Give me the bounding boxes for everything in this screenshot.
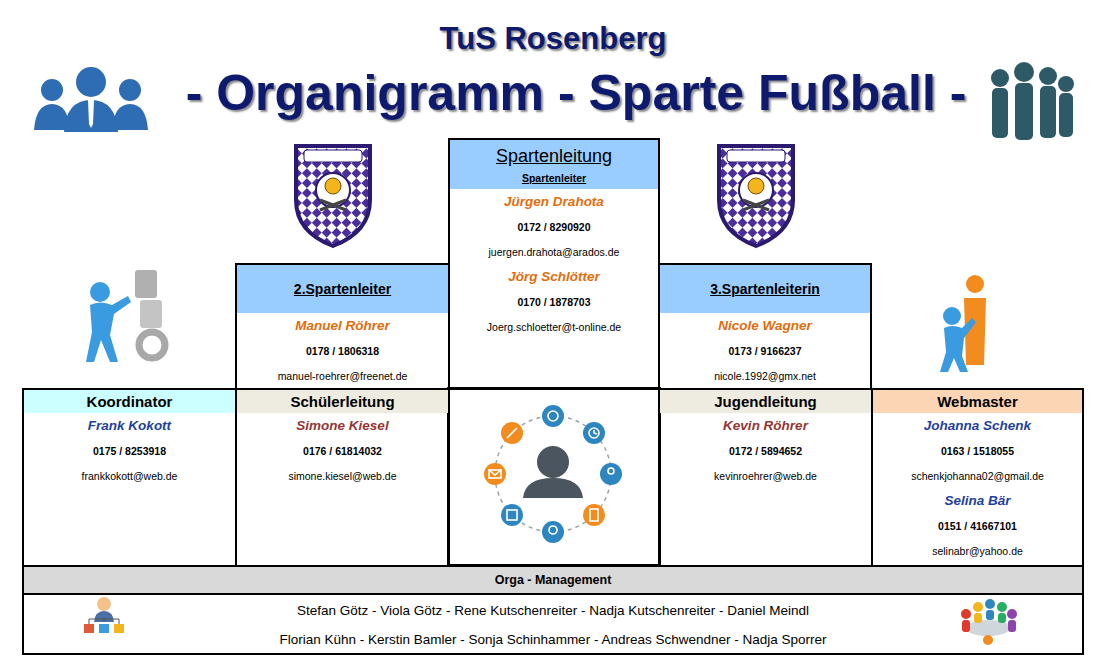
people-silhouettes — [991, 62, 1074, 140]
email-address: nicole.1992@gmx.net — [660, 363, 870, 388]
phone-number: 0170 / 1878703 — [450, 289, 658, 314]
person-name: Johanna Schenk — [873, 413, 1082, 438]
contact-icon — [484, 405, 622, 543]
phone-number: 0178 / 1806318 — [237, 338, 448, 363]
team-icon — [961, 599, 1017, 645]
role-box: WebmasterJohanna Schenk0163 / 1518055sch… — [871, 388, 1084, 567]
box-heading: Jugendleitung — [660, 390, 871, 413]
role-box: JugendleitungKevin Röhrer0172 / 5894652k… — [658, 388, 873, 567]
role-box: KoordinatorFrank Kokott0175 / 8253918fra… — [22, 388, 237, 567]
info-figure — [940, 275, 986, 372]
info-figure — [86, 270, 165, 362]
phone-number: 0172 / 5894652 — [660, 438, 871, 463]
person-name: Simone Kiesel — [237, 413, 448, 438]
box-heading: Spartenleitung — [450, 140, 658, 167]
phone-number: 0176 / 61814032 — [237, 438, 448, 463]
page-subtitle: - Organigramm - Sparte Fußball - — [158, 62, 994, 124]
person-name: Jürgen Drahota — [450, 189, 658, 214]
person-name: Nicole Wagner — [660, 313, 870, 338]
role-title: Spartenleiter — [450, 167, 658, 189]
phone-number: 0163 / 1518055 — [873, 438, 1082, 463]
role-box: SchülerleitungSimone Kiesel0176 / 618140… — [235, 388, 450, 567]
phone-number: 0175 / 8253918 — [24, 438, 235, 463]
email-address: selinabr@yahoo.de — [873, 538, 1082, 563]
phone-number: 0172 / 8290920 — [450, 214, 658, 239]
person-name: Kevin Röhrer — [660, 413, 871, 438]
person-name: Manuel Röhrer — [237, 313, 448, 338]
email-address: juergen.drahota@arados.de — [450, 239, 658, 264]
phone-number: 0173 / 9166237 — [660, 338, 870, 363]
email-address: schenkjohanna02@gmail.de — [873, 463, 1082, 488]
people-icon — [34, 67, 148, 132]
box-heading: 3.Spartenleiterin — [660, 265, 870, 313]
box-heading: Koordinator — [24, 390, 235, 413]
member-list: Stefan Götz - Viola Götz - Rene Kutschen… — [24, 595, 1082, 624]
club-crest — [719, 146, 793, 246]
role-box: 2.SpartenleiterManuel Röhrer0178 / 18063… — [235, 263, 450, 390]
band-heading: Orga - Management — [24, 567, 1082, 595]
email-address: frankkokott@web.de — [24, 463, 235, 488]
team-band: Orga - ManagementStefan Götz - Viola Göt… — [22, 565, 1084, 655]
empty-cell — [448, 388, 660, 565]
email-address: kevinroehrer@web.de — [660, 463, 871, 488]
member-list: Florian Kühn - Kerstin Bamler - Sonja Sc… — [24, 624, 1082, 653]
management-icon — [84, 597, 124, 633]
box-heading: Webmaster — [873, 390, 1082, 413]
club-crest — [296, 146, 370, 246]
box-heading: Schülerleitung — [237, 390, 448, 413]
role-box: 3.SpartenleiterinNicole Wagner0173 / 916… — [658, 263, 872, 390]
phone-number: 0151 / 41667101 — [873, 513, 1082, 538]
person-name: Selina Bär — [873, 488, 1082, 513]
person-name: Jörg Schlötter — [450, 264, 658, 289]
email-address: Joerg.schloetter@t-online.de — [450, 314, 658, 339]
email-address: manuel-roehrer@freenet.de — [237, 363, 448, 388]
role-box: SpartenleitungSpartenleiterJürgen Drahot… — [448, 138, 660, 390]
email-address: simone.kiesel@web.de — [237, 463, 448, 488]
box-heading: 2.Spartenleiter — [237, 265, 448, 313]
page-title: TuS Rosenberg — [0, 18, 1106, 60]
person-name: Frank Kokott — [24, 413, 235, 438]
